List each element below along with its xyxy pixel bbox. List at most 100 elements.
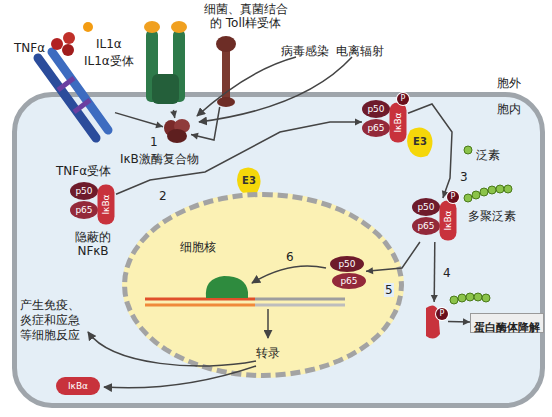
node-text: IκB激酶复合物: [120, 152, 199, 166]
text-slot: p50: [362, 100, 390, 118]
text-slot: 产生免疫、炎症和应急等细胞反应: [20, 298, 84, 343]
label-text: 转录: [256, 346, 280, 360]
node-text: 细胞核: [180, 240, 216, 254]
text-slot: IL1α: [96, 33, 122, 52]
dna-strand: [145, 304, 255, 307]
ubiquitin: [464, 146, 472, 154]
node-text: 胞内: [497, 102, 521, 116]
subunit-label: E3: [406, 135, 434, 149]
receptor: 细菌、真菌结合的 Toll样受体: [214, 35, 238, 107]
tnf-ligand: [63, 32, 75, 44]
protein-dimer: p50p65: [330, 256, 366, 290]
kinase-shape: [163, 118, 191, 144]
dna-strand: [255, 304, 345, 307]
dna-strand: [255, 298, 345, 301]
text-slot: p65: [362, 119, 390, 137]
ubiquitin: [496, 185, 504, 193]
step-number: 4: [442, 266, 452, 280]
ubiquitin: [504, 185, 512, 193]
protein-complex: p50p65IκBαP: [412, 198, 458, 242]
text-slot: 6: [286, 246, 294, 265]
node-text: IL1α受体: [84, 54, 134, 68]
text-slot: 多聚泛素: [468, 205, 516, 224]
label-text: IL1α: [96, 37, 122, 51]
receptor-chain: [222, 45, 230, 103]
label-text: 病毒感染: [281, 44, 329, 58]
label-text: 泛素: [476, 148, 500, 162]
subunit-label: p50: [330, 256, 364, 272]
text-slot: 3: [459, 166, 469, 185]
text-slot: 胞外: [497, 72, 521, 91]
text-slot: E3: [236, 174, 262, 188]
transcription-arrow: [267, 309, 269, 338]
receptor: IL1α受体: [138, 18, 193, 110]
subunit-label: E3: [236, 174, 262, 188]
il1-receptor-shape: [138, 18, 193, 110]
text-slot: E3: [406, 135, 434, 149]
text-slot: 细胞核: [180, 236, 216, 255]
text-slot: p65: [70, 201, 98, 219]
text-slot: 细菌、真菌结合的 Toll样受体: [198, 2, 293, 30]
ubiquitin: [472, 191, 480, 199]
step-number: 5: [384, 283, 394, 297]
receptor-band: [58, 78, 74, 90]
subunit-label: p65: [70, 201, 98, 219]
text-slot: p50: [412, 198, 440, 216]
subunit-label: p65: [362, 119, 390, 137]
callout-number: 6: [286, 250, 294, 264]
text-slot: 泛素: [476, 144, 500, 163]
text-slot: 1: [150, 131, 158, 150]
node-text: 隐蔽的NFκB: [68, 230, 118, 258]
text-slot: P: [436, 308, 448, 320]
subunit-label: p50: [70, 182, 98, 200]
text-slot: IκBα: [56, 377, 100, 395]
enzyme: E3: [406, 126, 434, 158]
subunit-label: P: [447, 191, 459, 203]
subunit-label: 蛋白酶体降解: [474, 321, 540, 335]
text-slot: 2: [158, 185, 168, 204]
text-slot: P: [447, 191, 459, 203]
protein-complex: p50p65IκBα隐蔽的NFκB: [70, 182, 116, 226]
text-slot: IκBα: [97, 184, 114, 224]
receptor-foot: [217, 97, 235, 107]
subunit-label: p65: [332, 273, 366, 289]
text-slot: p65: [332, 273, 366, 289]
text-slot: 胞内: [497, 98, 521, 117]
receptor-body: [152, 74, 179, 104]
ubiquitin: [474, 293, 482, 301]
toll-receptor-shape: [214, 35, 238, 107]
subunit-label: IκBα: [97, 184, 114, 224]
text-slot: P: [397, 93, 409, 105]
subunit-label: IκBα: [439, 200, 456, 240]
subunit-label: IκBα: [389, 102, 406, 142]
kinase-complex: IκB激酶复合物: [163, 118, 191, 144]
tnf-ligand: [62, 44, 74, 56]
ubiquitin: [488, 186, 496, 194]
text-slot: 蛋白酶体降解: [474, 316, 540, 335]
callout-number: 1: [150, 135, 158, 149]
subunit-label: P: [436, 308, 448, 320]
step-number: 2: [158, 189, 168, 203]
text-slot: p50: [70, 182, 98, 200]
receptor-cap: [171, 21, 187, 33]
subunit-label: p65: [412, 217, 440, 235]
label-text: 胞外: [497, 76, 521, 90]
subunit-label: IκBα: [56, 377, 100, 395]
label-text: 多聚泛素: [468, 209, 516, 223]
text-slot: 病毒感染: [281, 40, 329, 59]
subunit-label: p50: [412, 198, 440, 216]
ubiquitin: [450, 296, 458, 304]
text-slot: IL1α受体: [84, 50, 134, 69]
text-slot: IκB激酶复合物: [120, 148, 199, 167]
ubiquitin: [466, 293, 474, 301]
text-slot: 5: [384, 279, 394, 298]
text-slot: p65: [412, 217, 440, 235]
ubiquitin: [482, 294, 490, 302]
ubiquitin: [458, 294, 466, 302]
receptor-head: [216, 36, 236, 52]
ubiquitin: [464, 194, 472, 202]
protein: IκBα: [56, 377, 100, 395]
step-number: 3: [459, 170, 469, 184]
node-text: TNFα受体: [56, 164, 111, 178]
